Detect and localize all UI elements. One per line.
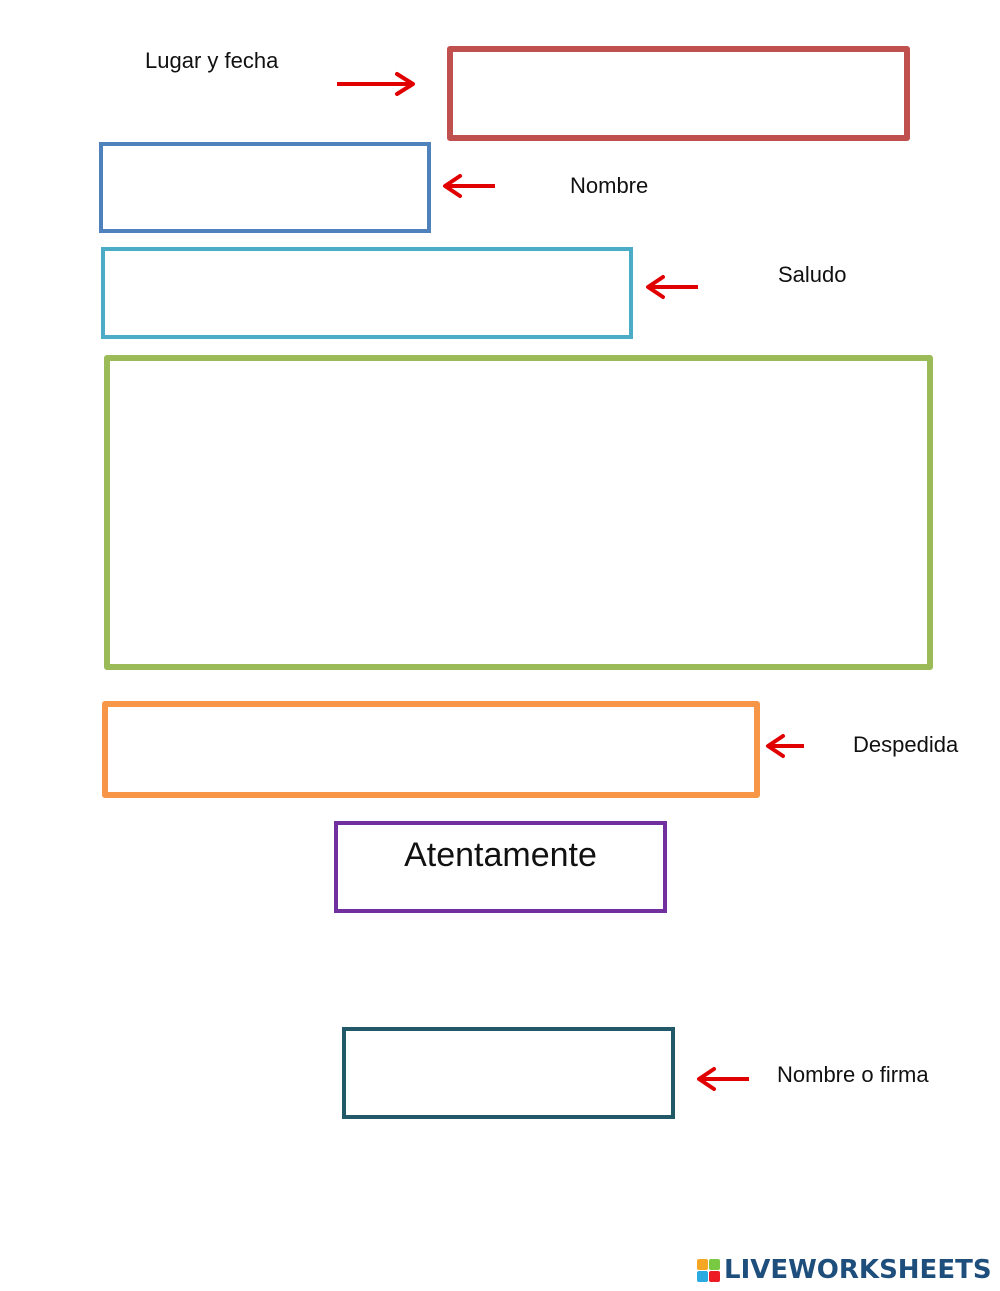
farewell-label: Despedida xyxy=(853,732,959,757)
left-arrow-icon xyxy=(646,275,698,299)
name-label: Nombre xyxy=(570,173,649,198)
closing-box xyxy=(334,821,667,913)
liveworksheets-logo: LIVEWORKSHEETS xyxy=(697,1255,992,1285)
left-arrow-icon xyxy=(443,174,495,198)
signature-label: Nombre o firma xyxy=(777,1062,929,1087)
farewell-field[interactable] xyxy=(102,701,760,798)
greeting-label: Saludo xyxy=(778,262,847,287)
left-arrow-icon xyxy=(766,734,804,758)
brand-name: LIVEWORKSHEETS xyxy=(724,1255,992,1285)
place-date-field[interactable] xyxy=(447,46,910,141)
right-arrow-icon xyxy=(337,72,415,96)
recipient-name-field[interactable] xyxy=(99,142,431,233)
greeting-field[interactable] xyxy=(101,247,633,339)
signature-field[interactable] xyxy=(342,1027,675,1119)
letter-body-field[interactable] xyxy=(104,355,933,670)
left-arrow-icon xyxy=(697,1067,749,1091)
logo-icon xyxy=(697,1258,720,1282)
closing-text: Atentamente xyxy=(404,836,597,874)
place-date-label: Lugar y fecha xyxy=(145,48,279,73)
